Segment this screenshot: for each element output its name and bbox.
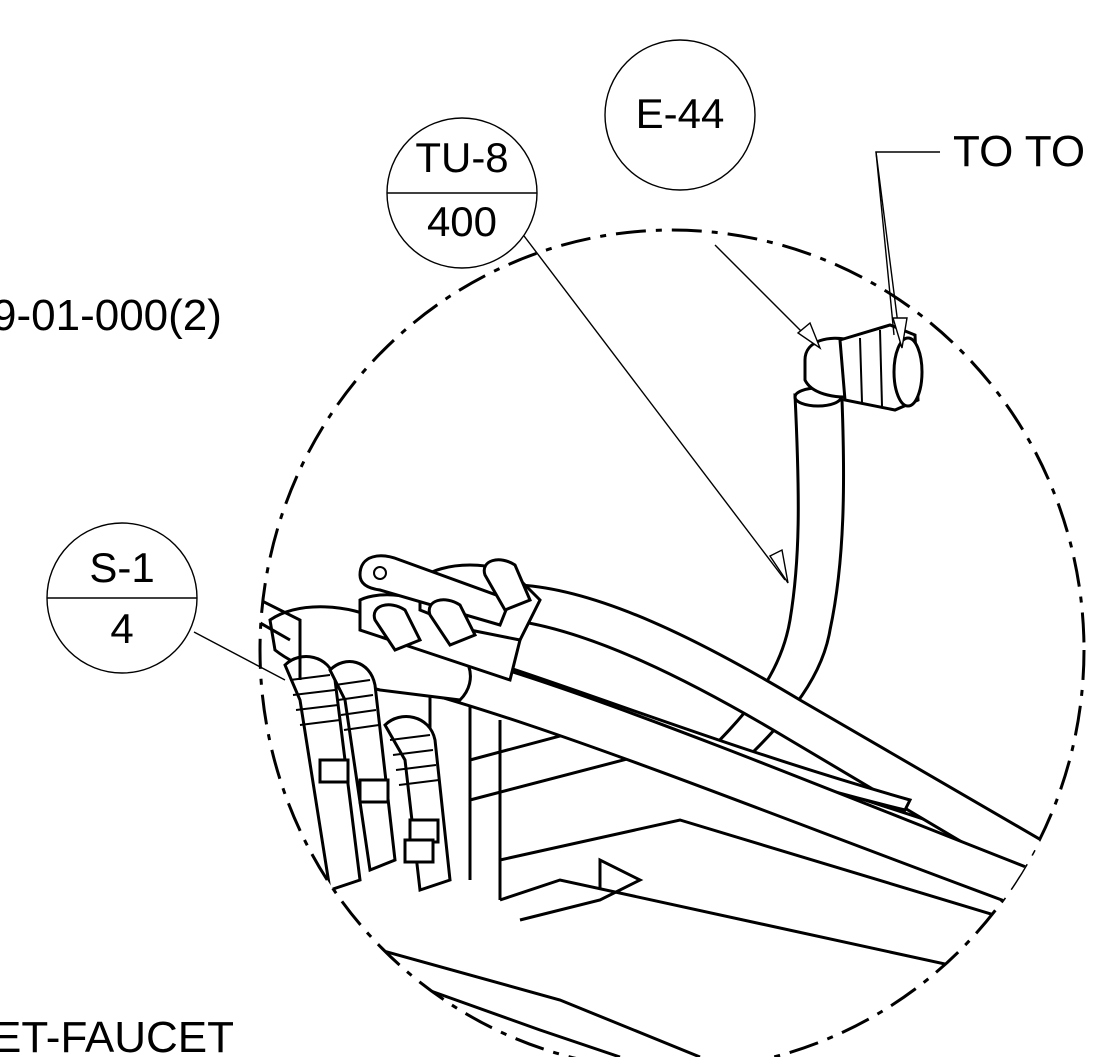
detail-view-boundary <box>258 228 1086 1057</box>
arrow-leaders <box>193 151 940 681</box>
callout-s1-bottom: 4 <box>110 605 133 652</box>
callout-tu8: TU-8 400 <box>386 117 538 269</box>
callout-e44-label: E-44 <box>636 90 725 137</box>
callout-tu8-top: TU-8 <box>415 134 508 181</box>
note-part-number: 9-01-000(2) <box>0 291 222 340</box>
callout-tu8-bottom: 400 <box>427 198 497 245</box>
callout-e44: E-44 <box>604 39 756 191</box>
faucet-assembly-artwork <box>260 323 1084 1057</box>
callout-s1: S-1 4 <box>46 522 198 674</box>
note-to-top: TO TO <box>953 127 1085 176</box>
corrugated-hoses <box>283 655 452 893</box>
note-faucet: ET-FAUCET <box>0 1013 234 1057</box>
callout-s1-top: S-1 <box>89 544 154 591</box>
